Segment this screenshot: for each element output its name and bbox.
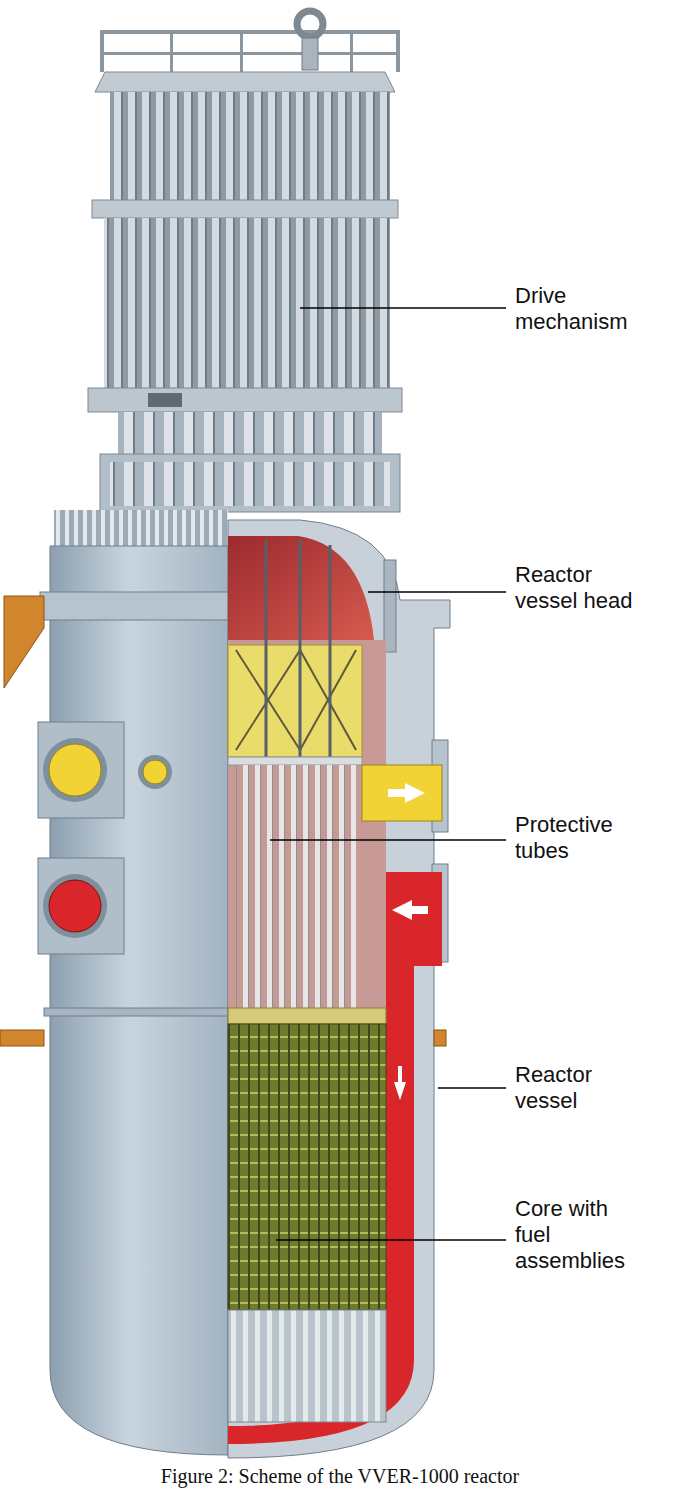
drive-mechanism-part xyxy=(148,393,182,407)
drive-mechanism-part xyxy=(170,30,173,72)
vessel-cutaway-part xyxy=(236,765,356,1010)
vessel-cutaway-part xyxy=(394,1066,406,1100)
leader-lines-part xyxy=(270,839,506,841)
vessel-cutaway-part xyxy=(228,966,414,1444)
drive-mechanism-part xyxy=(118,412,382,456)
vessel-cutaway-part xyxy=(228,520,450,1458)
vessel-cutaway-part xyxy=(388,783,425,803)
drive-mechanism-part xyxy=(88,388,402,412)
reactor-vessel xyxy=(0,510,228,1455)
vessel-cutaway-part xyxy=(236,650,356,750)
leader-lines xyxy=(270,308,506,1240)
drive-mechanism-part xyxy=(100,30,400,34)
part-label: Reactor vessel xyxy=(515,1062,639,1114)
leader-lines-part xyxy=(438,1087,506,1089)
leader-lines-part xyxy=(368,591,506,593)
leader-lines-part xyxy=(276,1239,506,1241)
reactor-vessel-part xyxy=(0,1030,44,1046)
drive-mechanism-part xyxy=(92,200,398,218)
reactor-vessel-part xyxy=(38,858,124,954)
part-label: Reactor vessel head xyxy=(515,562,639,614)
drive-mechanism xyxy=(88,11,402,512)
vessel-cutaway-part xyxy=(386,872,442,966)
drive-mechanism-part xyxy=(350,30,353,72)
reactor-vessel-part xyxy=(138,755,172,789)
vessel-cutaway-part xyxy=(228,1310,386,1422)
drive-mechanism-part xyxy=(110,462,390,506)
reactor-vessel-part xyxy=(4,596,44,688)
drive-mechanism-part xyxy=(100,52,400,55)
vessel-cutaway-part xyxy=(228,1008,386,1024)
drive-mechanism-part xyxy=(95,72,395,92)
drive-mechanism-part xyxy=(110,92,390,200)
vessel-cutaway-part xyxy=(228,757,362,765)
vessel-cutaway-part xyxy=(362,765,442,821)
reactor-vessel-part xyxy=(54,510,228,546)
reactor-vessel-part xyxy=(43,874,107,938)
vessel-cutaway-part xyxy=(228,645,362,757)
drive-mechanism-part xyxy=(297,11,323,37)
vessel-cutaway-part xyxy=(384,560,396,652)
reactor-vessel-part xyxy=(38,722,124,818)
drive-mechanism-part xyxy=(302,38,318,70)
reactor-vessel-part xyxy=(49,880,101,932)
vessel-cutaway-part xyxy=(434,1030,446,1046)
part-label: Protective tubes xyxy=(515,812,639,864)
figure-caption: Figure 2: Scheme of the VVER-1000 reacto… xyxy=(0,1464,680,1488)
vessel-cutaway-part xyxy=(228,1024,386,1310)
reactor-vessel-part xyxy=(143,760,167,784)
drive-mechanism-part xyxy=(396,30,400,72)
drive-mechanism-part xyxy=(100,454,400,512)
drive-mechanism-part xyxy=(104,218,390,390)
drive-mechanism-part xyxy=(240,30,243,72)
leader-lines-part xyxy=(300,307,506,309)
vessel-cutaway-part xyxy=(228,640,386,1024)
reactor-vessel-part xyxy=(50,546,228,1455)
part-label: Drive mechanism xyxy=(515,283,639,335)
reactor-vessel-part xyxy=(40,592,228,620)
reactor-vessel-part xyxy=(43,738,107,802)
reactor-vessel-part xyxy=(49,744,101,796)
part-label: Core with fuel assemblies xyxy=(515,1196,639,1274)
drive-mechanism-part xyxy=(100,30,104,72)
vessel-cutaway-part xyxy=(392,900,428,920)
vessel-cutaway xyxy=(228,520,450,1458)
reactor-vessel-part xyxy=(44,1008,228,1016)
vessel-cutaway-part xyxy=(266,540,330,760)
